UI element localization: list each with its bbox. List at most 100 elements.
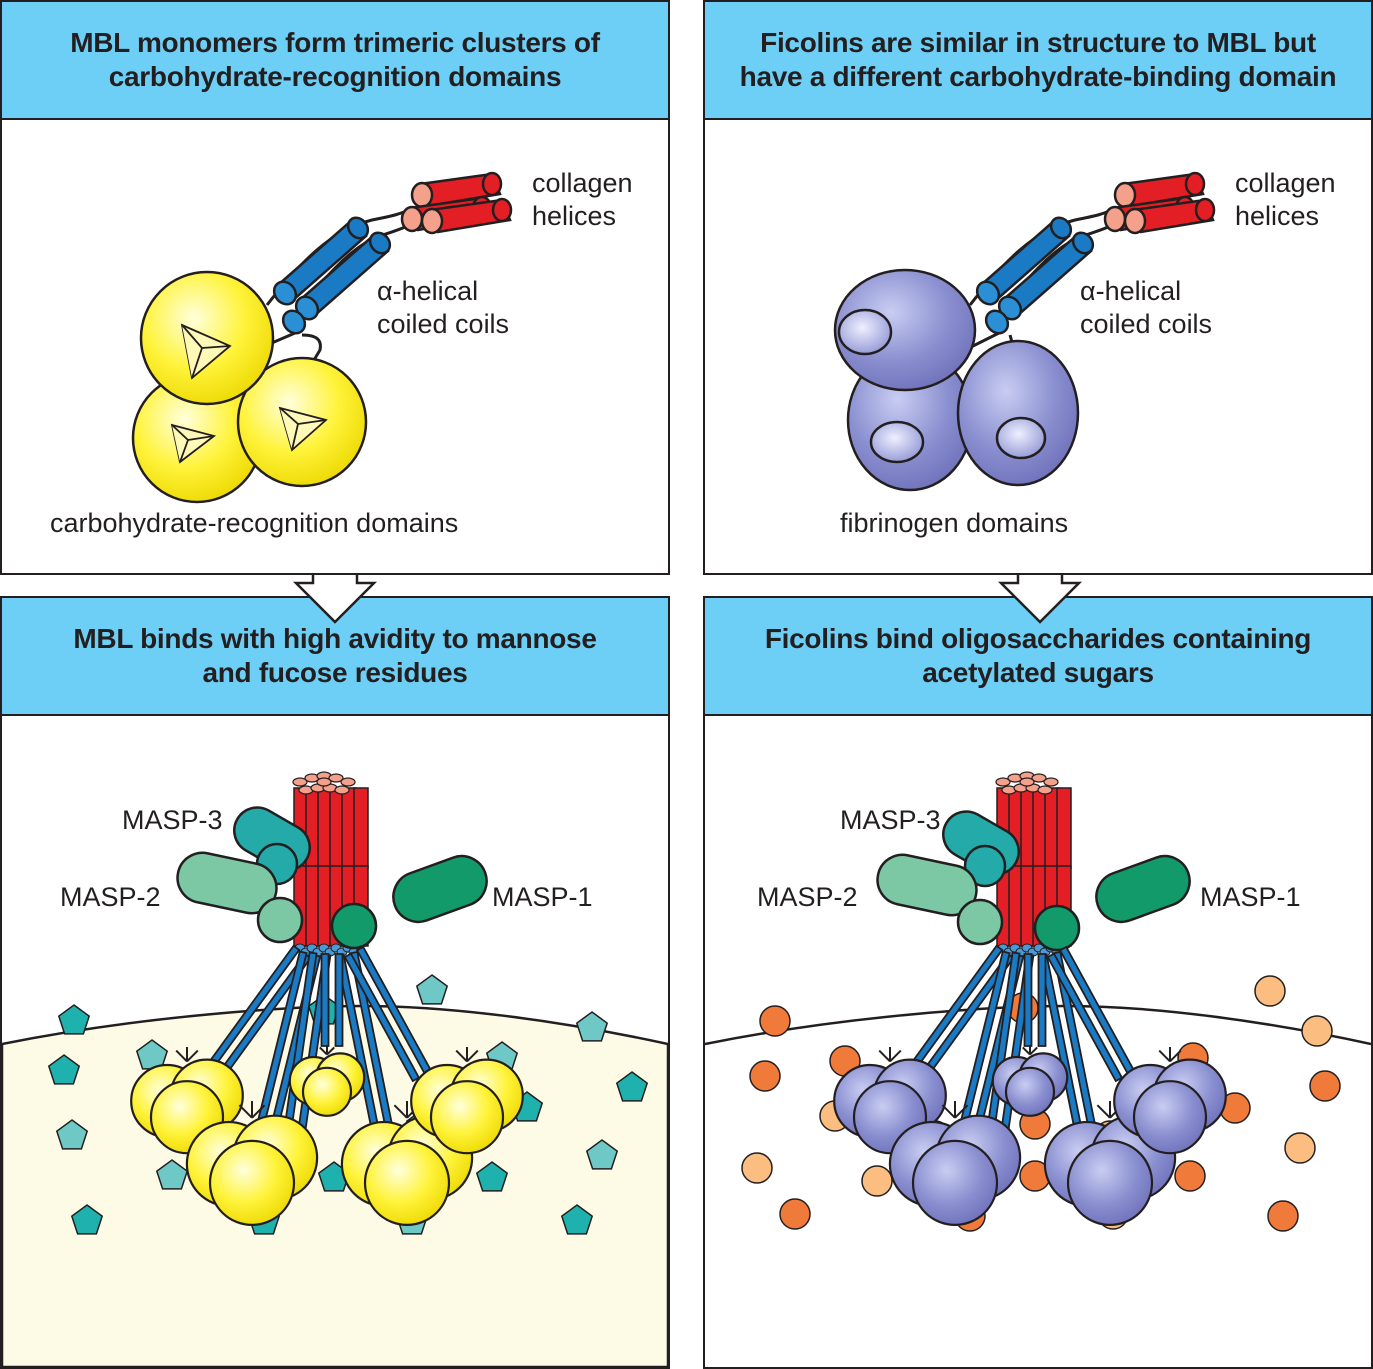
coiled-coil-arm: [334, 953, 344, 1047]
crd-head: [301, 1066, 353, 1117]
collagen-end: [1019, 777, 1035, 787]
fibrinogen-head: [1132, 1080, 1208, 1155]
collagen-end: [292, 777, 308, 787]
sugar-residue: [1284, 1132, 1316, 1164]
label-masp2: MASP-2: [60, 882, 161, 912]
label-helices: helices: [532, 201, 616, 231]
mbl-binding-diagram: MASP-3 MASP-2 MASP-1: [2, 771, 668, 1367]
sugar-residue: [759, 1005, 791, 1037]
label-collagen: collagen: [532, 168, 633, 198]
title-line-1: Ficolins are similar in structure to MBL…: [760, 27, 1316, 58]
mbl-structure-diagram: collagen helices α-helical coiled coils …: [50, 168, 633, 538]
masp2-icon: [876, 853, 1004, 946]
sugar-residue: [1174, 1160, 1206, 1192]
title-line-2: carbohydrate-recognition domains: [108, 61, 562, 92]
label-helices: helices: [1235, 201, 1319, 231]
fibrinogen-head: [1004, 1066, 1056, 1117]
panel-title: MBL binds with high avidity to mannose a…: [2, 598, 668, 716]
panel-title: Ficolins bind oligosaccharides containin…: [705, 598, 1371, 716]
label-coiled-coils: coiled coils: [1080, 309, 1212, 339]
mannose-residue: [70, 1204, 104, 1235]
coiled-coil-arm: [320, 953, 330, 1047]
panel-ficolin-structure: Ficolins are similar in structure to MBL…: [703, 0, 1373, 575]
label-fibrinogen: fibrinogen domains: [840, 508, 1068, 538]
ficolin-binding-diagram: MASP-3 MASP-2 MASP-1: [705, 771, 1371, 1232]
title-line-1: MBL monomers form trimeric clusters of: [70, 27, 600, 58]
sugar-residue: [1309, 1070, 1341, 1102]
coiled-coils-icon: [975, 216, 1095, 335]
panel-title: MBL monomers form trimeric clusters of c…: [2, 2, 668, 120]
label-masp3: MASP-3: [840, 805, 941, 835]
label-alpha-helical: α-helical: [377, 276, 478, 306]
label-masp3: MASP-3: [122, 805, 223, 835]
mannose-residue: [47, 1054, 81, 1085]
mannose-residue: [415, 974, 449, 1005]
title-line-2: and fucose residues: [202, 657, 468, 688]
panel-title: Ficolins are similar in structure to MBL…: [705, 2, 1371, 120]
crd-trimer-icon: [131, 270, 368, 504]
fibrinogen-head: [1066, 1139, 1154, 1226]
label-collagen: collagen: [1235, 168, 1336, 198]
ficolin-structure-diagram: collagen helices α-helical coiled coils …: [833, 168, 1336, 538]
collagen-end: [1031, 773, 1047, 783]
sugar-residue: [741, 1152, 773, 1184]
coiled-coils-icon: [272, 216, 392, 335]
sugar-residue: [779, 1198, 811, 1230]
sugar-residue: [1301, 1015, 1333, 1047]
mannose-residue: [575, 1011, 609, 1042]
panel-mbl-structure: MBL monomers form trimeric clusters of c…: [0, 0, 670, 575]
collagen-end: [340, 777, 356, 787]
coiled-coil-arm: [343, 952, 421, 1083]
coiled-coil-arms: [202, 944, 433, 1139]
masp3-icon: [942, 810, 1020, 888]
coiled-coil-arm: [1037, 953, 1047, 1047]
title-line-1: MBL binds with high avidity to mannose: [73, 623, 597, 654]
coiled-coil-arm: [1046, 952, 1124, 1083]
mannose-residue: [475, 1161, 509, 1192]
collagen-helices-icon: [400, 171, 513, 235]
panel-mbl-binding: MBL binds with high avidity to mannose a…: [0, 596, 670, 1369]
fibrinogen-heads: [833, 1045, 1227, 1226]
collagen-end: [1037, 785, 1053, 795]
label-masp1: MASP-1: [1200, 882, 1301, 912]
label-crd: carbohydrate-recognition domains: [50, 508, 458, 538]
label-coiled-coils: coiled coils: [377, 309, 509, 339]
sugar-residue: [1267, 1200, 1299, 1232]
sugar-residue: [749, 1060, 781, 1092]
collagen-end: [334, 785, 350, 795]
collagen-end: [995, 777, 1011, 787]
mannose-residue: [155, 1159, 189, 1190]
crd-head: [208, 1139, 296, 1226]
collagen-helices-icon: [1103, 171, 1216, 235]
collagen-strand: [353, 787, 369, 869]
title-line-2: acetylated sugars: [922, 657, 1154, 688]
fibrinogen-domains-icon: [833, 268, 1080, 492]
mannose-residue: [560, 1204, 594, 1235]
fibrinogen-head: [911, 1139, 999, 1226]
masp2-icon: [176, 851, 304, 944]
crd-head: [429, 1080, 505, 1155]
masp-proteins: [876, 810, 1191, 952]
collagen-end: [316, 777, 332, 787]
crd-head: [363, 1139, 451, 1226]
masp-proteins: [176, 806, 488, 950]
title-line-1: Ficolins bind oligosaccharides containin…: [764, 623, 1312, 654]
title-line-2: have a different carbohydrate-binding do…: [739, 61, 1337, 92]
collagen-end: [1043, 777, 1059, 787]
label-alpha-helical: α-helical: [1080, 276, 1181, 306]
panel-ficolin-binding: Ficolins bind oligosaccharides containin…: [703, 596, 1373, 1369]
masp1-icon: [1033, 854, 1191, 952]
mannose-residue: [57, 1004, 91, 1035]
sugar-residue: [861, 1165, 893, 1197]
mannose-residue: [615, 1071, 649, 1102]
coiled-coil-arm: [1023, 953, 1033, 1047]
collagen-end: [328, 773, 344, 783]
label-masp2: MASP-2: [757, 882, 858, 912]
mannose-residue: [55, 1119, 89, 1150]
mannose-residue: [585, 1139, 619, 1170]
collagen-strand: [1056, 787, 1072, 869]
crd-heads: [130, 1045, 524, 1226]
label-masp1: MASP-1: [492, 882, 593, 912]
masp1-icon: [330, 854, 488, 950]
sugar-residue: [1254, 975, 1286, 1007]
